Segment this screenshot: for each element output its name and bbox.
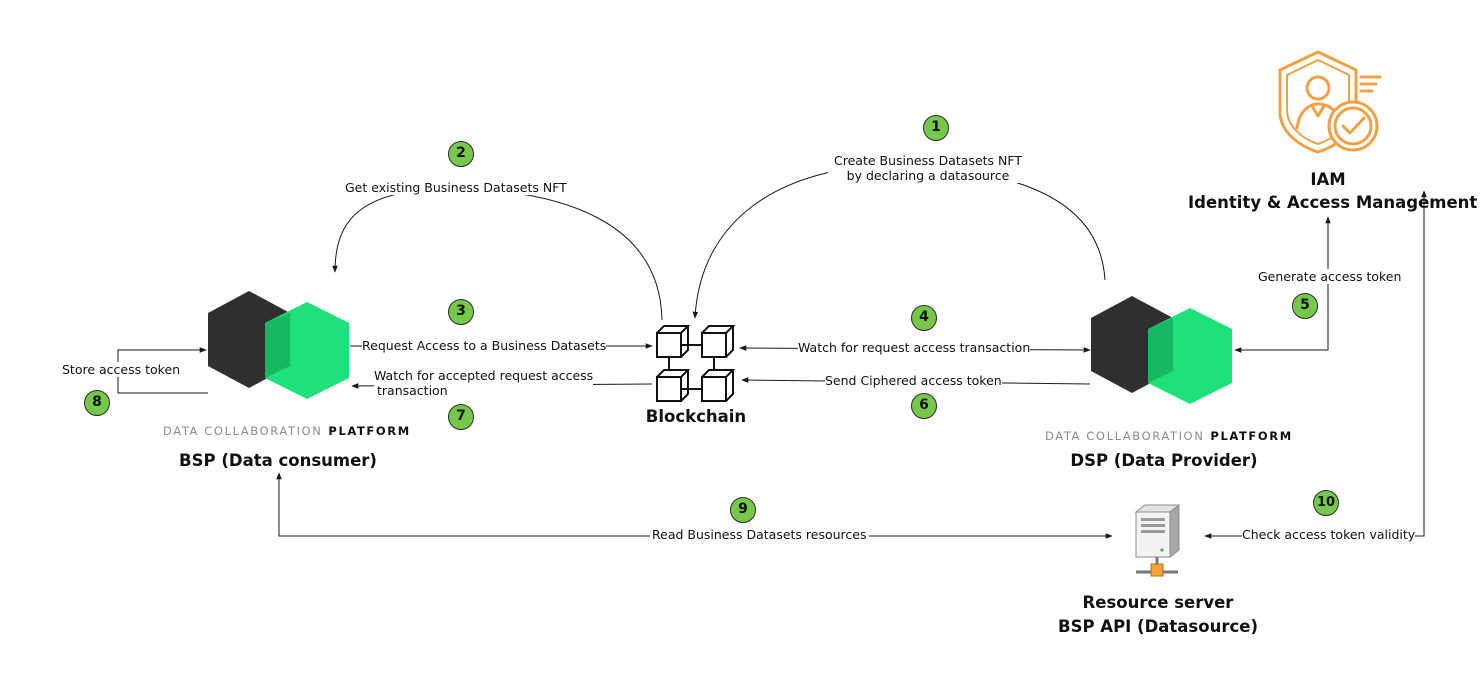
step-label-10: Check access token validity — [1242, 527, 1416, 542]
blockchain-title: Blockchain — [645, 407, 747, 426]
blockchain-icon — [656, 325, 736, 402]
dsp-brand-muted: DATA COLLABORATION — [1045, 429, 1205, 443]
step-badge-4: 4 — [911, 305, 937, 331]
dsp-brand-strong: PLATFORM — [1210, 429, 1293, 443]
dsp-title: DSP (Data Provider) — [1070, 451, 1258, 470]
step-badge-5: 5 — [1292, 293, 1318, 319]
step-label-7: Watch for accepted request access transa… — [374, 368, 594, 398]
resource-server-title-line1: Resource server — [1082, 593, 1234, 612]
iam-shield-user-check-icon — [1278, 50, 1382, 154]
iam-title-line2: Identity & Access Management — [1188, 193, 1478, 212]
server-icon — [1134, 503, 1181, 577]
step-badge-10: 10 — [1313, 490, 1339, 516]
bsp-hexagon-logo-icon — [208, 291, 349, 399]
iam-title-line1: IAM — [1310, 170, 1346, 189]
dsp-brand-text: DATA COLLABORATION PLATFORM — [1045, 429, 1293, 443]
bsp-brand-strong: PLATFORM — [328, 424, 411, 438]
bsp-title: BSP (Data consumer) — [179, 451, 377, 470]
step-label-1: Create Business Datasets NFT by declarin… — [828, 153, 1028, 183]
step-label-7-line1: Watch for accepted request access — [374, 368, 594, 383]
bsp-brand-muted: DATA COLLABORATION — [163, 424, 323, 438]
step-badge-9: 9 — [730, 497, 756, 523]
step-label-4: Watch for request access transaction — [798, 340, 1031, 355]
dsp-hexagon-logo-icon — [1091, 296, 1232, 404]
bsp-brand-text: DATA COLLABORATION PLATFORM — [163, 424, 411, 438]
connector-step-2 — [332, 187, 663, 321]
step-label-3: Request Access to a Business Datasets — [362, 338, 607, 353]
step-label-9: Read Business Datasets resources — [650, 527, 869, 542]
connector-step-10 — [1204, 190, 1427, 539]
step-badge-7: 7 — [448, 404, 474, 430]
step-label-6: Send Ciphered access token — [825, 373, 1002, 388]
resource-server-title-line2: BSP API (Datasource) — [1058, 617, 1258, 636]
connector-step-1 — [692, 164, 1106, 319]
step-badge-1: 1 — [923, 115, 949, 141]
step-badge-2: 2 — [448, 141, 474, 167]
step-badge-8: 8 — [84, 390, 110, 416]
step-label-5: Generate access token — [1258, 269, 1402, 284]
step-label-8: Store access token — [62, 362, 181, 377]
step-badge-6: 6 — [911, 393, 937, 419]
step-label-1-line1: Create Business Datasets NFT — [834, 153, 1022, 168]
step-label-7-line2: transaction — [377, 383, 448, 398]
step-label-2: Get existing Business Datasets NFT — [345, 180, 567, 195]
step-label-1-line2: by declaring a datasource — [846, 168, 1010, 183]
step-badge-3: 3 — [448, 299, 474, 325]
